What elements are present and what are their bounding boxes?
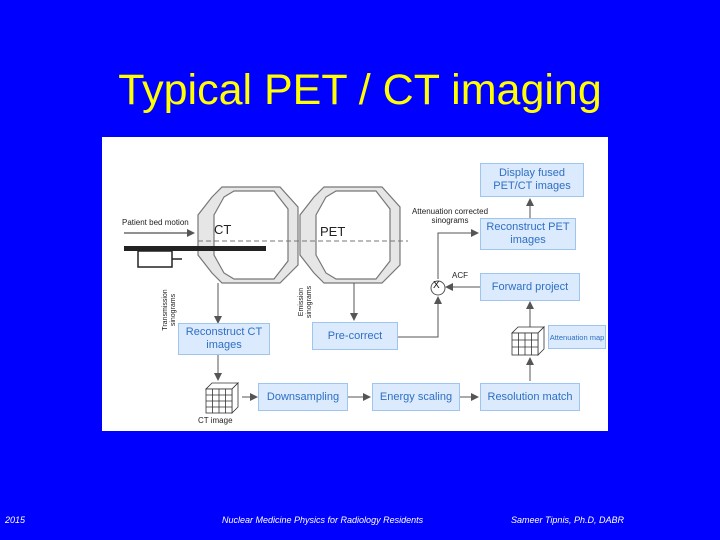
footer-author: Sameer Tipnis, Ph.D, DABR bbox=[511, 515, 624, 525]
patient-bed bbox=[124, 246, 266, 251]
pet-ct-workflow-diagram: Display fused PET/CT images Reconstruct … bbox=[102, 137, 608, 431]
ct-gantry bbox=[197, 186, 299, 284]
patient-bed-motion-label: Patient bed motion bbox=[122, 218, 189, 227]
acf-label: ACF bbox=[452, 271, 468, 280]
attenuation-corrected-sinograms-label: Attenuation corrected sinograms bbox=[411, 207, 489, 225]
footer-course: Nuclear Medicine Physics for Radiology R… bbox=[222, 515, 424, 525]
pet-gantry-label: PET bbox=[320, 224, 346, 239]
transmission-sinograms-label: Transmission sinograms bbox=[162, 289, 177, 331]
bed-base bbox=[137, 250, 173, 268]
energy-scaling-box: Energy scaling bbox=[372, 383, 460, 411]
slide-title: Typical PET / CT imaging bbox=[118, 66, 602, 114]
multiply-node bbox=[430, 280, 446, 296]
footer-year: 2015 bbox=[5, 515, 26, 525]
ct-image-label: CT image bbox=[198, 416, 233, 425]
reconstruct-ct-box: Reconstruct CT images bbox=[178, 323, 270, 355]
multiply-symbol: X bbox=[433, 280, 440, 291]
reconstruct-pet-box: Reconstruct PET images bbox=[480, 218, 576, 250]
ct-image-cube bbox=[205, 382, 239, 414]
downsampling-box: Downsampling bbox=[258, 383, 348, 411]
pet-gantry bbox=[299, 186, 401, 284]
ct-gantry-label: CT bbox=[214, 222, 232, 237]
resolution-match-box: Resolution match bbox=[480, 383, 580, 411]
display-fused-box: Display fused PET/CT images bbox=[480, 163, 584, 197]
forward-project-box: Forward project bbox=[480, 273, 580, 301]
pre-correct-box: Pre-correct bbox=[312, 322, 398, 350]
diagram-graphics bbox=[124, 186, 545, 414]
attenuation-map-label: Attenuation map bbox=[548, 325, 606, 349]
attenuation-map-cube bbox=[511, 326, 545, 356]
emission-sinograms-label: Emission sinograms bbox=[298, 285, 313, 319]
